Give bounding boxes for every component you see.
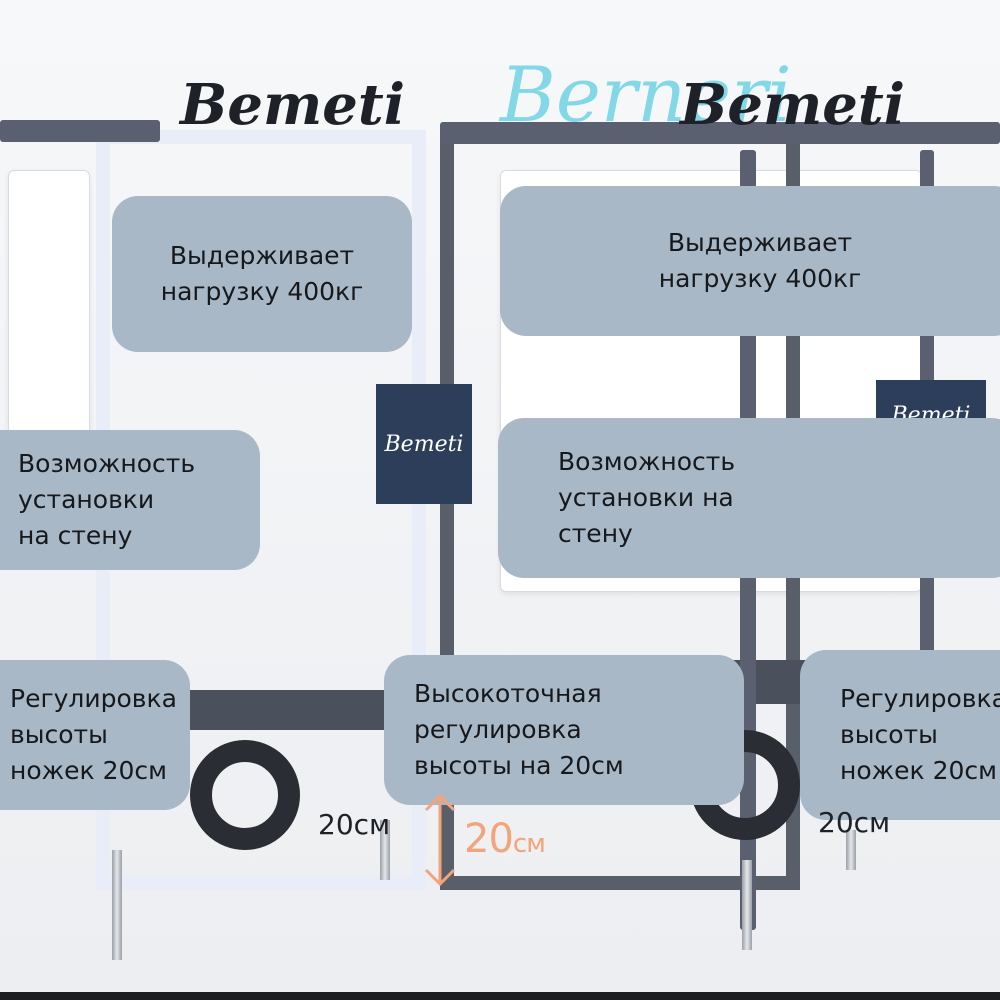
top-bar-right <box>440 122 1000 144</box>
top-bar-left <box>0 120 160 142</box>
card-line: Возможность <box>558 446 736 476</box>
card-line: на стену <box>18 521 133 551</box>
brand-watermark: Berneri <box>500 50 792 139</box>
leg-right-2 <box>846 830 856 870</box>
card-line: Высокоточная <box>414 678 602 708</box>
card-line: установки на <box>558 482 734 512</box>
dimension-side-left: 20см <box>318 808 391 841</box>
card-line: высоты <box>10 719 108 749</box>
card-line: установки <box>18 484 155 514</box>
card-line: Регулировка <box>10 683 177 713</box>
dimension-side-right: 20см <box>818 806 891 839</box>
card-line: высоты на 20см <box>414 751 624 781</box>
feature-card-load: Выдерживает нагрузку 400кг <box>112 196 412 352</box>
leg-right-1 <box>742 860 752 950</box>
feature-card-leg-height: Регулировка высоты ножек 20см <box>0 660 190 810</box>
brand-logo-right: Bemeti <box>680 72 905 138</box>
dimension-label: 20см <box>464 816 546 862</box>
bottom-band <box>0 992 1000 1000</box>
card-line: ножек 20см <box>840 756 998 786</box>
card-line: Возможность <box>18 448 196 478</box>
card-line: нагрузку 400кг <box>658 264 862 293</box>
feature-card-leg-height-right: Регулировка высоты ножек 20см <box>800 650 1000 820</box>
feature-card-wall-mount-right: Возможность установки на стену <box>498 418 1000 578</box>
card-line: регулировка <box>414 714 582 744</box>
card-line: Выдерживает <box>169 240 355 270</box>
double-arrow-icon <box>424 793 456 887</box>
dimension-value: 20 <box>464 816 514 862</box>
drain-pipe-left <box>190 740 300 850</box>
card-line: ножек 20см <box>10 756 168 786</box>
card-line: Выдерживает <box>667 227 853 257</box>
card-line: стену <box>558 519 633 549</box>
card-line: Регулировка <box>840 683 1000 713</box>
feature-card-wall-mount: Возможность установки на стену <box>0 430 260 570</box>
leg-left-2 <box>380 820 390 880</box>
feature-card-precision-height: Высокоточная регулировка высоты на 20см <box>384 655 744 805</box>
brand-logo-left: Bemeti <box>180 72 405 138</box>
card-line: высоты <box>840 719 938 749</box>
leg-left-1 <box>112 850 122 960</box>
brand-badge-left: Bemeti <box>376 384 472 504</box>
feature-card-load-right: Выдерживает нагрузку 400кг <box>500 186 1000 336</box>
card-line: нагрузку 400кг <box>160 277 364 306</box>
dimension-unit: см <box>512 829 546 859</box>
